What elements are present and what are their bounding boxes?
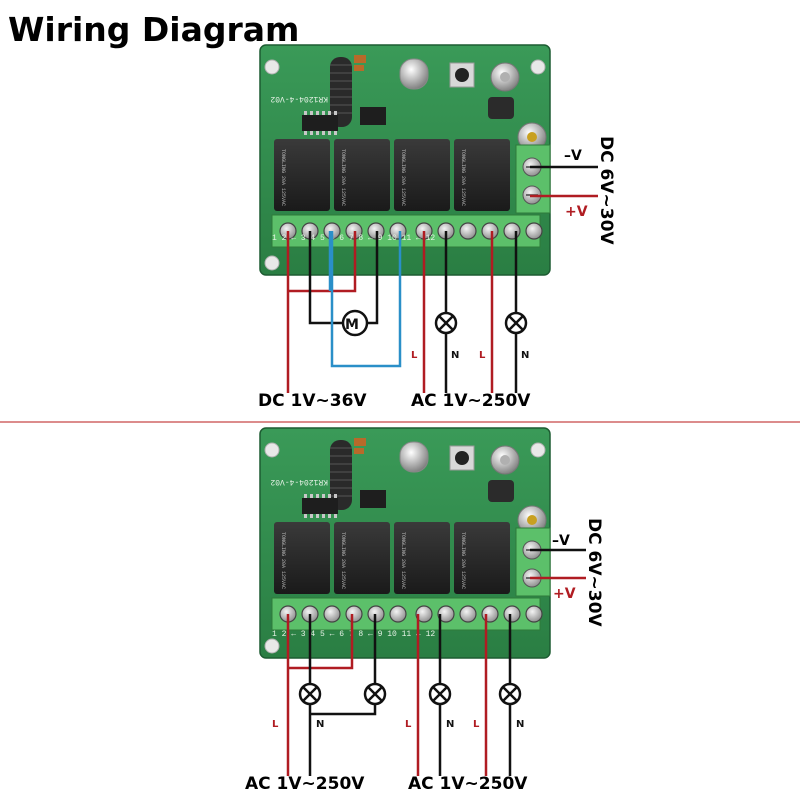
diagram-2: 1 2 ← 3 4 5 ← 6 7 8 ← 9 10 11 ← 12 –V +V… (245, 427, 604, 794)
ac-lamp-circuit (422, 231, 528, 393)
terminal-numbers: 1 2 ← 3 4 5 ← 6 7 8 ← 9 10 11 ← 12 (272, 630, 435, 639)
power-wires (530, 548, 586, 580)
plus-v-label: +V (565, 204, 588, 220)
caption-left: DC 1V~36V (258, 391, 367, 411)
ac-lamp-circuit-left (286, 614, 387, 776)
lamp-icon (434, 311, 458, 335)
caption-left: AC 1V~250V (245, 774, 365, 794)
wire-label-l: L (405, 719, 412, 730)
plus-v-label: +V (553, 586, 576, 602)
wire-label-n: N (516, 719, 524, 730)
lamp-icon (428, 682, 452, 706)
lamp-icon (298, 682, 322, 706)
caption-right: AC 1V~250V (411, 391, 531, 411)
svg-text:M: M (345, 317, 359, 333)
relay-board (259, 427, 551, 659)
ac-lamp-circuit-right (416, 614, 522, 776)
minus-v-label: –V (564, 148, 582, 164)
power-wires (530, 165, 598, 198)
power-range-label: DC 6V~30V (596, 136, 616, 245)
lamp-icon (363, 682, 387, 706)
wire-label-l: L (473, 719, 480, 730)
power-range-label: DC 6V~30V (584, 518, 604, 627)
terminal-numbers: 1 2 ← 3 4 5 ← 6 7 8 ← 9 10 11 ← 12 (272, 234, 435, 243)
wire-label-l: L (479, 350, 486, 361)
wire-label-n: N (451, 350, 459, 361)
wire-label-l: L (272, 719, 279, 730)
wire-label-n: N (521, 350, 529, 361)
diagram-1: 1 2 ← 3 4 5 ← 6 7 8 ← 9 10 11 ← 12 –V +V… (258, 44, 616, 411)
lamp-icon (504, 311, 528, 335)
lamp-icon (498, 682, 522, 706)
wire-label-n: N (446, 719, 454, 730)
wire-label-l: L (411, 350, 418, 361)
caption-right: AC 1V~250V (408, 774, 528, 794)
wire-label-n: N (316, 719, 324, 730)
page-title: Wiring Diagram (8, 10, 299, 49)
minus-v-label: –V (552, 533, 570, 549)
dc-motor-circuit: M (286, 231, 402, 393)
